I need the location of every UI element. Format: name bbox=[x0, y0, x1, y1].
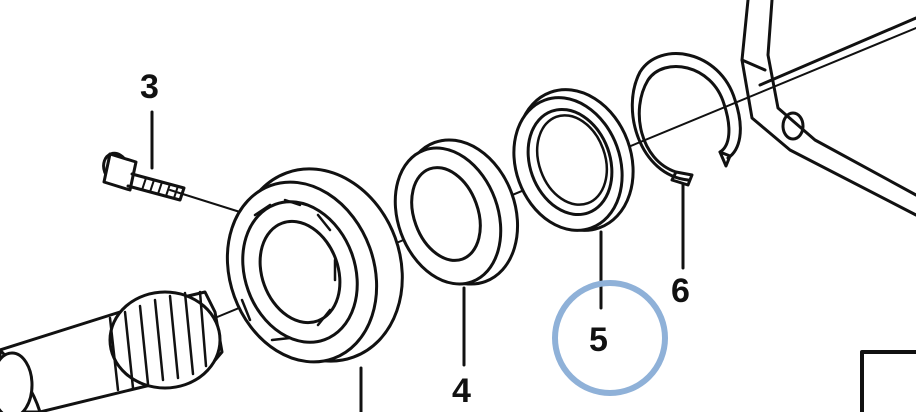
ball-bearing bbox=[225, 167, 404, 364]
callout-5: 5 bbox=[589, 321, 608, 359]
callout-6: 6 bbox=[671, 272, 690, 310]
highlight-circle bbox=[552, 280, 668, 396]
snap-ring-part-6 bbox=[630, 52, 742, 187]
housing-flange bbox=[740, 0, 916, 217]
callout-3: 3 bbox=[140, 68, 159, 106]
seal-part-5 bbox=[512, 88, 635, 232]
callout-4: 4 bbox=[452, 372, 471, 410]
spacer-part-4 bbox=[393, 138, 520, 286]
frame-corner bbox=[860, 350, 916, 412]
splined-shaft bbox=[0, 290, 224, 412]
bolt-part-3 bbox=[102, 151, 186, 202]
